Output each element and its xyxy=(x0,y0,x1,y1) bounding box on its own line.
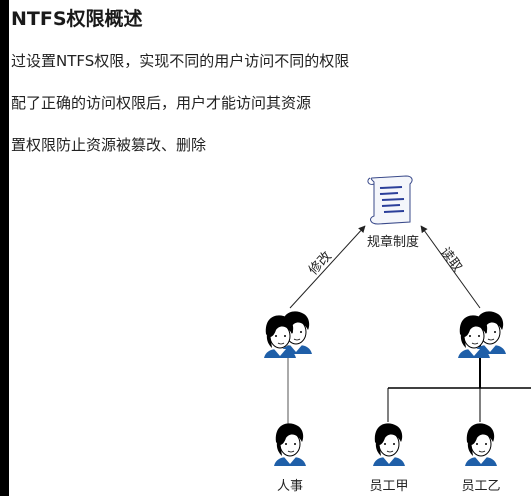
label-hr: 人事 xyxy=(277,479,303,494)
group-icon-right xyxy=(458,311,506,358)
edge-modify-label: 修改 xyxy=(306,249,335,278)
bullet-point-2: 配了正确的访问权限后，用户才能访问其资源 xyxy=(11,94,312,112)
resource-label: 规章制度 xyxy=(367,234,419,250)
bullet-point-3: 置权限防止资源被篡改、删除 xyxy=(11,136,207,154)
document-scroll-icon xyxy=(367,175,413,225)
bullet-point-1: 过设置NTFS权限，实现不同的用户访问不同的权限 xyxy=(11,52,350,70)
person-icon-hr xyxy=(273,422,307,467)
edge-read-arrow xyxy=(420,225,481,309)
group-icon-left xyxy=(264,311,312,358)
slide-title: NTFS权限概述 xyxy=(11,8,143,30)
edge-read-label: 读取 xyxy=(437,245,465,275)
edge-modify-arrow xyxy=(289,225,366,309)
person-icon-employee-b xyxy=(464,422,498,467)
left-edge-bar xyxy=(0,0,9,496)
label-employee-a: 员工甲 xyxy=(369,479,408,494)
label-employee-b: 员工乙 xyxy=(461,479,500,494)
person-icon-employee-a xyxy=(372,422,406,467)
